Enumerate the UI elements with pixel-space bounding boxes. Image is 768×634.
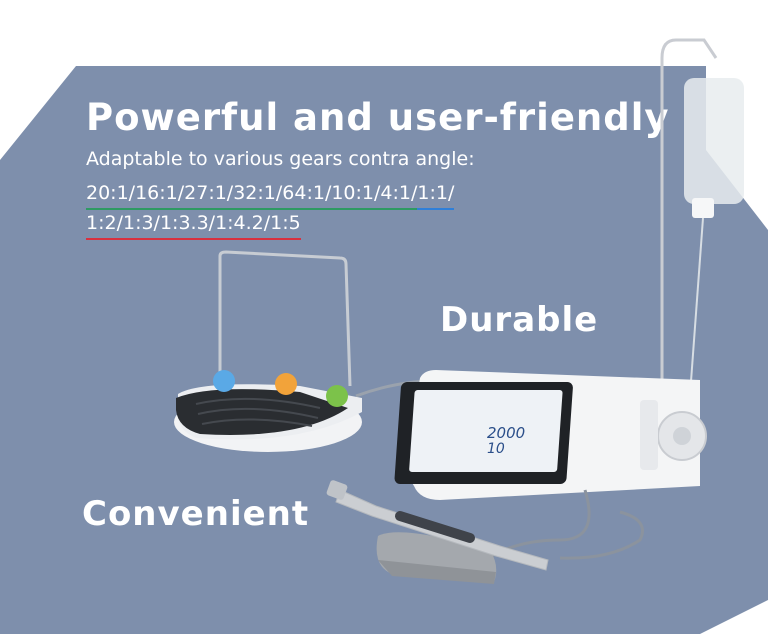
gear-ratio-list: 20:1/16:1/27:1/32:1/64:1/10:1/4:1/1:1/ 1… bbox=[86, 178, 455, 240]
screen-torque-readout: 10 bbox=[487, 441, 505, 457]
ratio-group-green: 20:1/16:1/27:1/32:1/64:1/10:1/4:1/ bbox=[86, 182, 418, 210]
feature-durable: Durable bbox=[440, 300, 599, 340]
headline: Powerful and user-friendly bbox=[86, 96, 670, 139]
screen-speed-readout: 2000 bbox=[487, 424, 526, 442]
ratio-group-blue: 1:1/ bbox=[417, 182, 455, 210]
feature-convenient: Convenient bbox=[82, 494, 310, 534]
ratio-group-red: 1:2/1:3/1:3.3/1:4.2/1:5 bbox=[86, 212, 301, 240]
subheadline: Adaptable to various gears contra angle: bbox=[86, 148, 475, 170]
